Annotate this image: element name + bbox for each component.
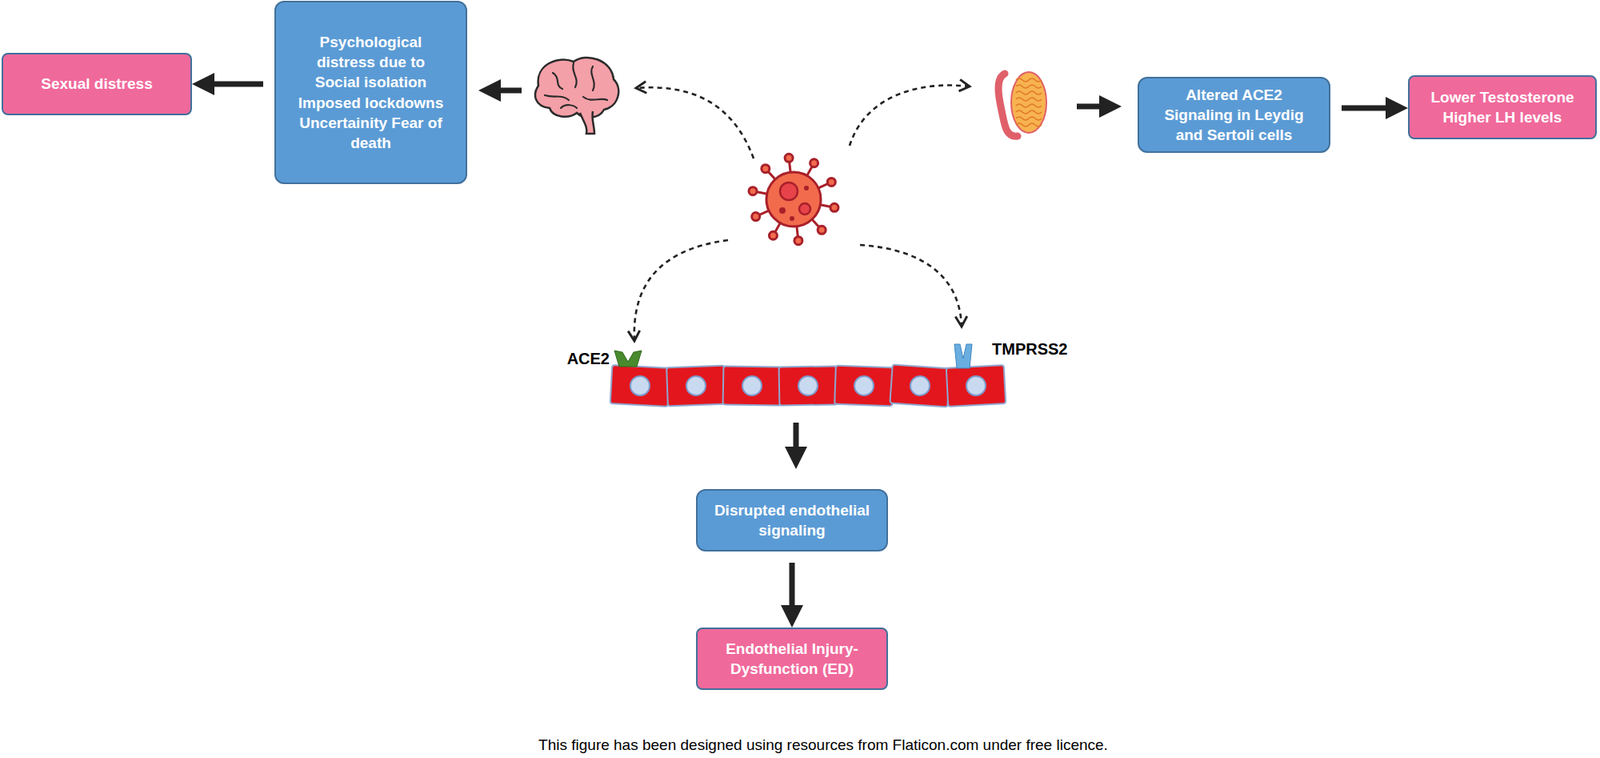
dashed-arrow — [636, 87, 754, 159]
thick-arrow — [789, 562, 796, 616]
box-text: Lower Testosterone Higher LH levels — [1420, 87, 1584, 128]
thick-arrow — [203, 81, 264, 88]
component-label: TMPRSS2 — [992, 340, 1068, 359]
box-text: Altered ACE2 Signaling in Leydig and Ser… — [1150, 84, 1318, 145]
dashed-arrow — [634, 240, 728, 341]
figure-caption: This figure has been designed using reso… — [538, 736, 1108, 754]
ace2-receptor — [614, 350, 642, 367]
box-text: Psychological distress due to Social iso… — [296, 32, 445, 152]
thick-arrow — [1076, 104, 1111, 110]
box-text: Sexual distress — [40, 73, 152, 94]
endothelial-cells — [610, 364, 1006, 408]
virus-icon — [748, 153, 839, 244]
tmprss2-receptor — [954, 344, 972, 368]
brain-icon — [535, 57, 619, 134]
dashed-arrow — [860, 244, 962, 327]
process-box: Disrupted endothelial signaling — [696, 488, 888, 552]
thick-arrow — [793, 422, 800, 458]
process-box: Altered ACE2 Signaling in Leydig and Ser… — [1137, 76, 1331, 153]
box-text: Disrupted endothelial signaling — [708, 500, 876, 540]
box-text: Endothelial Injury-Dysfunction (ED) — [708, 638, 876, 679]
thick-arrow — [489, 88, 522, 94]
thick-arrow — [1341, 105, 1397, 112]
outcome-box: Sexual distress — [1, 52, 192, 116]
outcome-box: Lower Testosterone Higher LH levels — [1408, 75, 1597, 140]
testis-icon — [998, 72, 1047, 136]
outcome-box: Endothelial Injury-Dysfunction (ED) — [696, 627, 888, 690]
process-box: Psychological distress due to Social iso… — [274, 0, 468, 184]
component-label: ACE2 — [567, 349, 610, 368]
dashed-arrow — [849, 85, 970, 146]
